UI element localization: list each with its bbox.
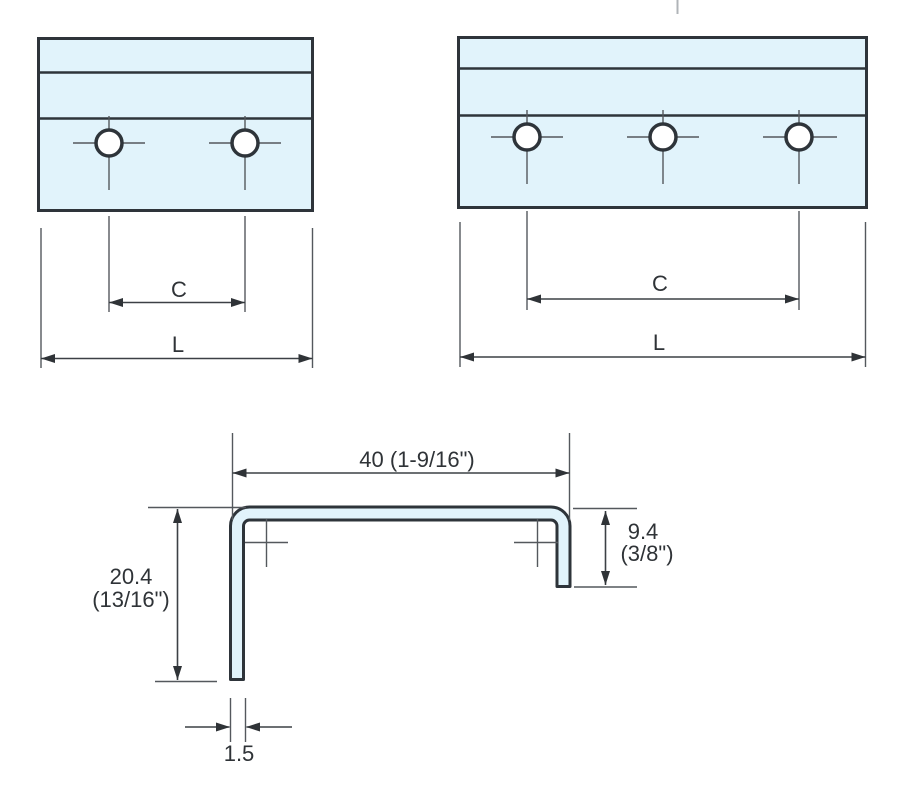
bend-center-mark-right — [514, 519, 558, 567]
hole-circle — [94, 128, 124, 158]
arrowhead-down — [601, 571, 610, 585]
dimension-height-left: 20.4 (13/16") — [92, 506, 246, 683]
arrowhead-right — [785, 294, 799, 304]
dim-label-c: C — [171, 277, 187, 302]
hole-circle — [230, 128, 260, 158]
arrowhead-left — [246, 722, 260, 732]
arrowhead-right — [851, 352, 866, 362]
profile-outline — [229, 505, 572, 681]
dimension-thickness: 1.5 — [185, 698, 292, 766]
bend-center-mark-left — [245, 519, 288, 567]
dim-label-l: L — [653, 330, 665, 355]
arrowhead-right — [298, 354, 313, 363]
front-view-2hole: C L — [37, 37, 314, 368]
dim-label-height-left-in: (13/16") — [92, 587, 170, 612]
dim-label-height-right-mm: 9.4 — [628, 519, 659, 544]
cross-section-view: 40 (1-9/16") 20.4 (13/16") 9.4 (3/8") — [92, 433, 674, 766]
dim-label-width: 40 (1-9/16") — [359, 447, 474, 472]
arrowhead-right — [555, 468, 570, 478]
arrowhead-up — [173, 509, 182, 523]
hole — [627, 110, 699, 184]
arrowhead-right — [231, 298, 245, 307]
dimension-height-right: 9.4 (3/8") — [573, 507, 674, 588]
arrowhead-up — [601, 511, 610, 525]
hole — [209, 116, 281, 190]
dim-label-thickness: 1.5 — [224, 741, 255, 766]
dim-label-height-left-mm: 20.4 — [110, 564, 153, 589]
hole-circle — [648, 122, 678, 152]
arrowhead-right — [216, 722, 230, 732]
dimension-c: C — [109, 277, 245, 307]
part-body — [37, 37, 314, 212]
dim-label-l: L — [172, 332, 184, 357]
hole-circle — [784, 122, 814, 152]
dim-label-height-right-in: (3/8") — [620, 541, 673, 566]
hole — [73, 116, 145, 190]
hole — [491, 110, 563, 184]
dimension-c: C — [527, 271, 799, 304]
arrowhead-left — [41, 354, 55, 363]
dim-label-c: C — [652, 271, 668, 296]
arrowhead-left — [232, 468, 247, 478]
dimension-l: L — [41, 332, 313, 363]
arrowhead-down — [173, 666, 182, 680]
hole — [763, 110, 837, 184]
hole-circle — [512, 122, 542, 152]
arrowhead-left — [460, 352, 474, 362]
front-view-3hole: C L — [457, 36, 868, 367]
arrowhead-left — [109, 298, 123, 307]
arrowhead-left — [527, 294, 541, 304]
dimension-width: 40 (1-9/16") — [231, 433, 571, 520]
dimension-l: L — [460, 330, 866, 362]
